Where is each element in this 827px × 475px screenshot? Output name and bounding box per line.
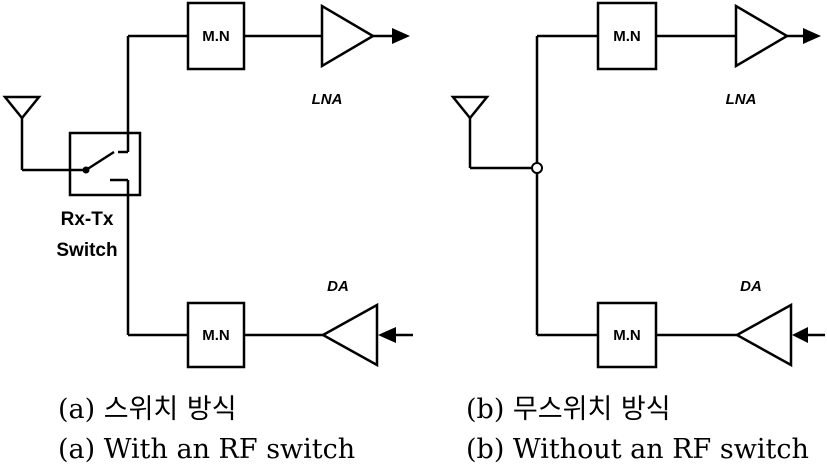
panel-b: M.N LNA M.N DA [450, 1, 825, 369]
switch-label-line-1: Rx-Tx [61, 209, 114, 230]
matching-network-bottom-b [596, 301, 658, 369]
input-arrow-a [378, 327, 396, 343]
caption-b-korean: (b) 무스위치 방식 [466, 394, 671, 425]
da-label-b: DA [740, 278, 762, 295]
da-label-a: DA [327, 278, 349, 295]
rx-tx-switch [68, 36, 142, 335]
mn-bottom-a-label: M.N [202, 327, 230, 344]
lna-amplifier-a [320, 3, 376, 69]
caption-a-korean: (a) 스위치 방식 [58, 394, 237, 425]
matching-network-top-a [186, 1, 246, 71]
lna-label-b: LNA [726, 91, 757, 108]
lna-amplifier-b [734, 3, 790, 69]
caption-b-english: (b) Without an RF switch [466, 434, 809, 465]
output-arrow-b [803, 28, 821, 44]
junction-node [531, 162, 543, 174]
matching-network-top-b [596, 1, 658, 71]
antenna-b [450, 95, 532, 170]
input-arrow-b [792, 327, 808, 343]
lna-label-a: LNA [312, 91, 343, 108]
mn-top-b-label: M.N [613, 28, 641, 45]
da-amplifier-b [734, 302, 793, 368]
da-amplifier-a [320, 302, 379, 368]
diagram: Rx-Tx Switch M.N LNA M.N DA [2, 1, 825, 369]
antenna-a [2, 95, 70, 172]
switch-label-line-2: Switch [56, 240, 117, 261]
mn-bottom-b-label: M.N [613, 327, 641, 344]
mn-top-a-label: M.N [202, 28, 230, 45]
caption-a-english: (a) With an RF switch [58, 434, 356, 465]
panel-a: Rx-Tx Switch M.N LNA M.N DA [2, 1, 413, 369]
output-arrow-a [392, 28, 410, 44]
